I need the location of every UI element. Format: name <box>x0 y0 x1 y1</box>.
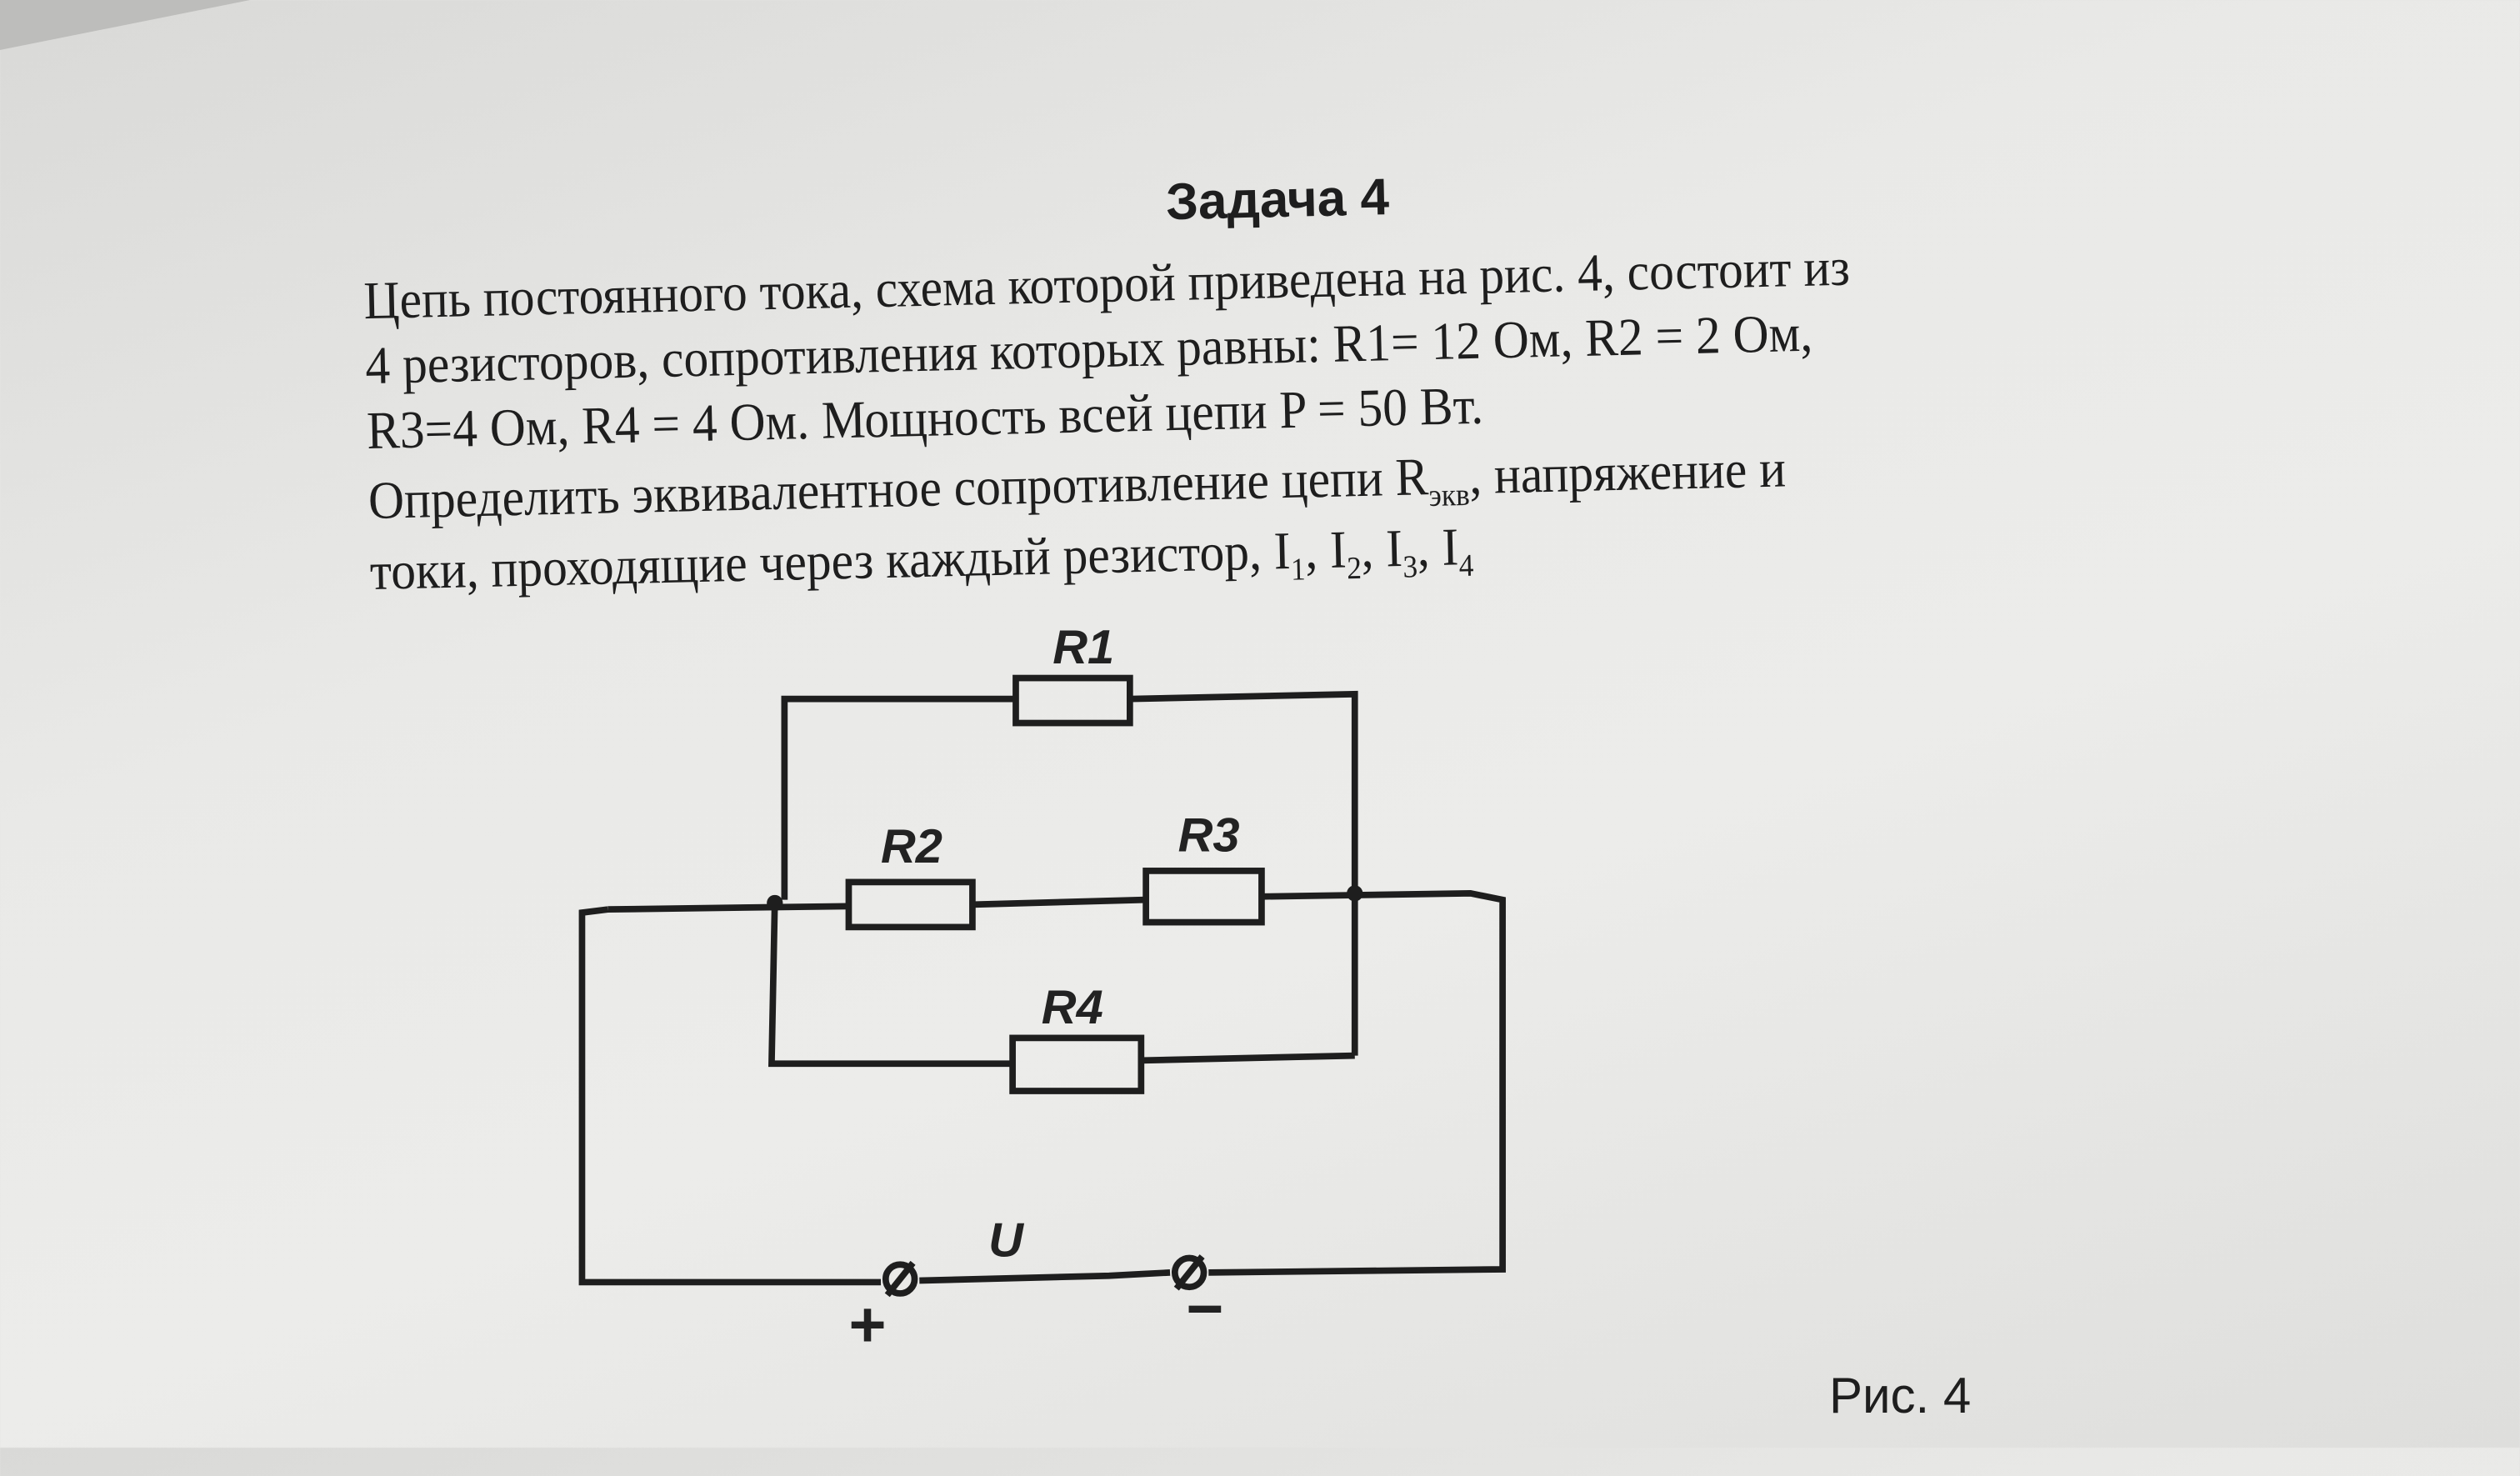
resistor-r4 <box>1009 1034 1145 1094</box>
label-r3: R3 <box>1178 809 1240 863</box>
wire-top <box>781 690 1358 1056</box>
wire-outer <box>578 906 882 1286</box>
background-corner <box>0 0 250 50</box>
terminal-minus <box>1171 1254 1208 1291</box>
figure-caption: Рис. 4 <box>1829 1368 1972 1423</box>
label-r2: R2 <box>881 820 942 873</box>
wire-middle <box>608 890 1506 1276</box>
label-r4: R4 <box>1042 981 1103 1034</box>
wire-terminal <box>919 1269 1171 1284</box>
wire-r4 <box>768 899 1355 1068</box>
label-r1: R1 <box>1052 621 1114 674</box>
resistor-r1 <box>1012 674 1133 727</box>
label-plus: + <box>848 1289 886 1361</box>
label-minus: − <box>1186 1273 1223 1344</box>
terminal-plus <box>882 1261 918 1297</box>
resistor-r3 <box>1142 868 1265 926</box>
resistor-r2 <box>845 878 976 931</box>
label-voltage: U <box>988 1214 1024 1268</box>
